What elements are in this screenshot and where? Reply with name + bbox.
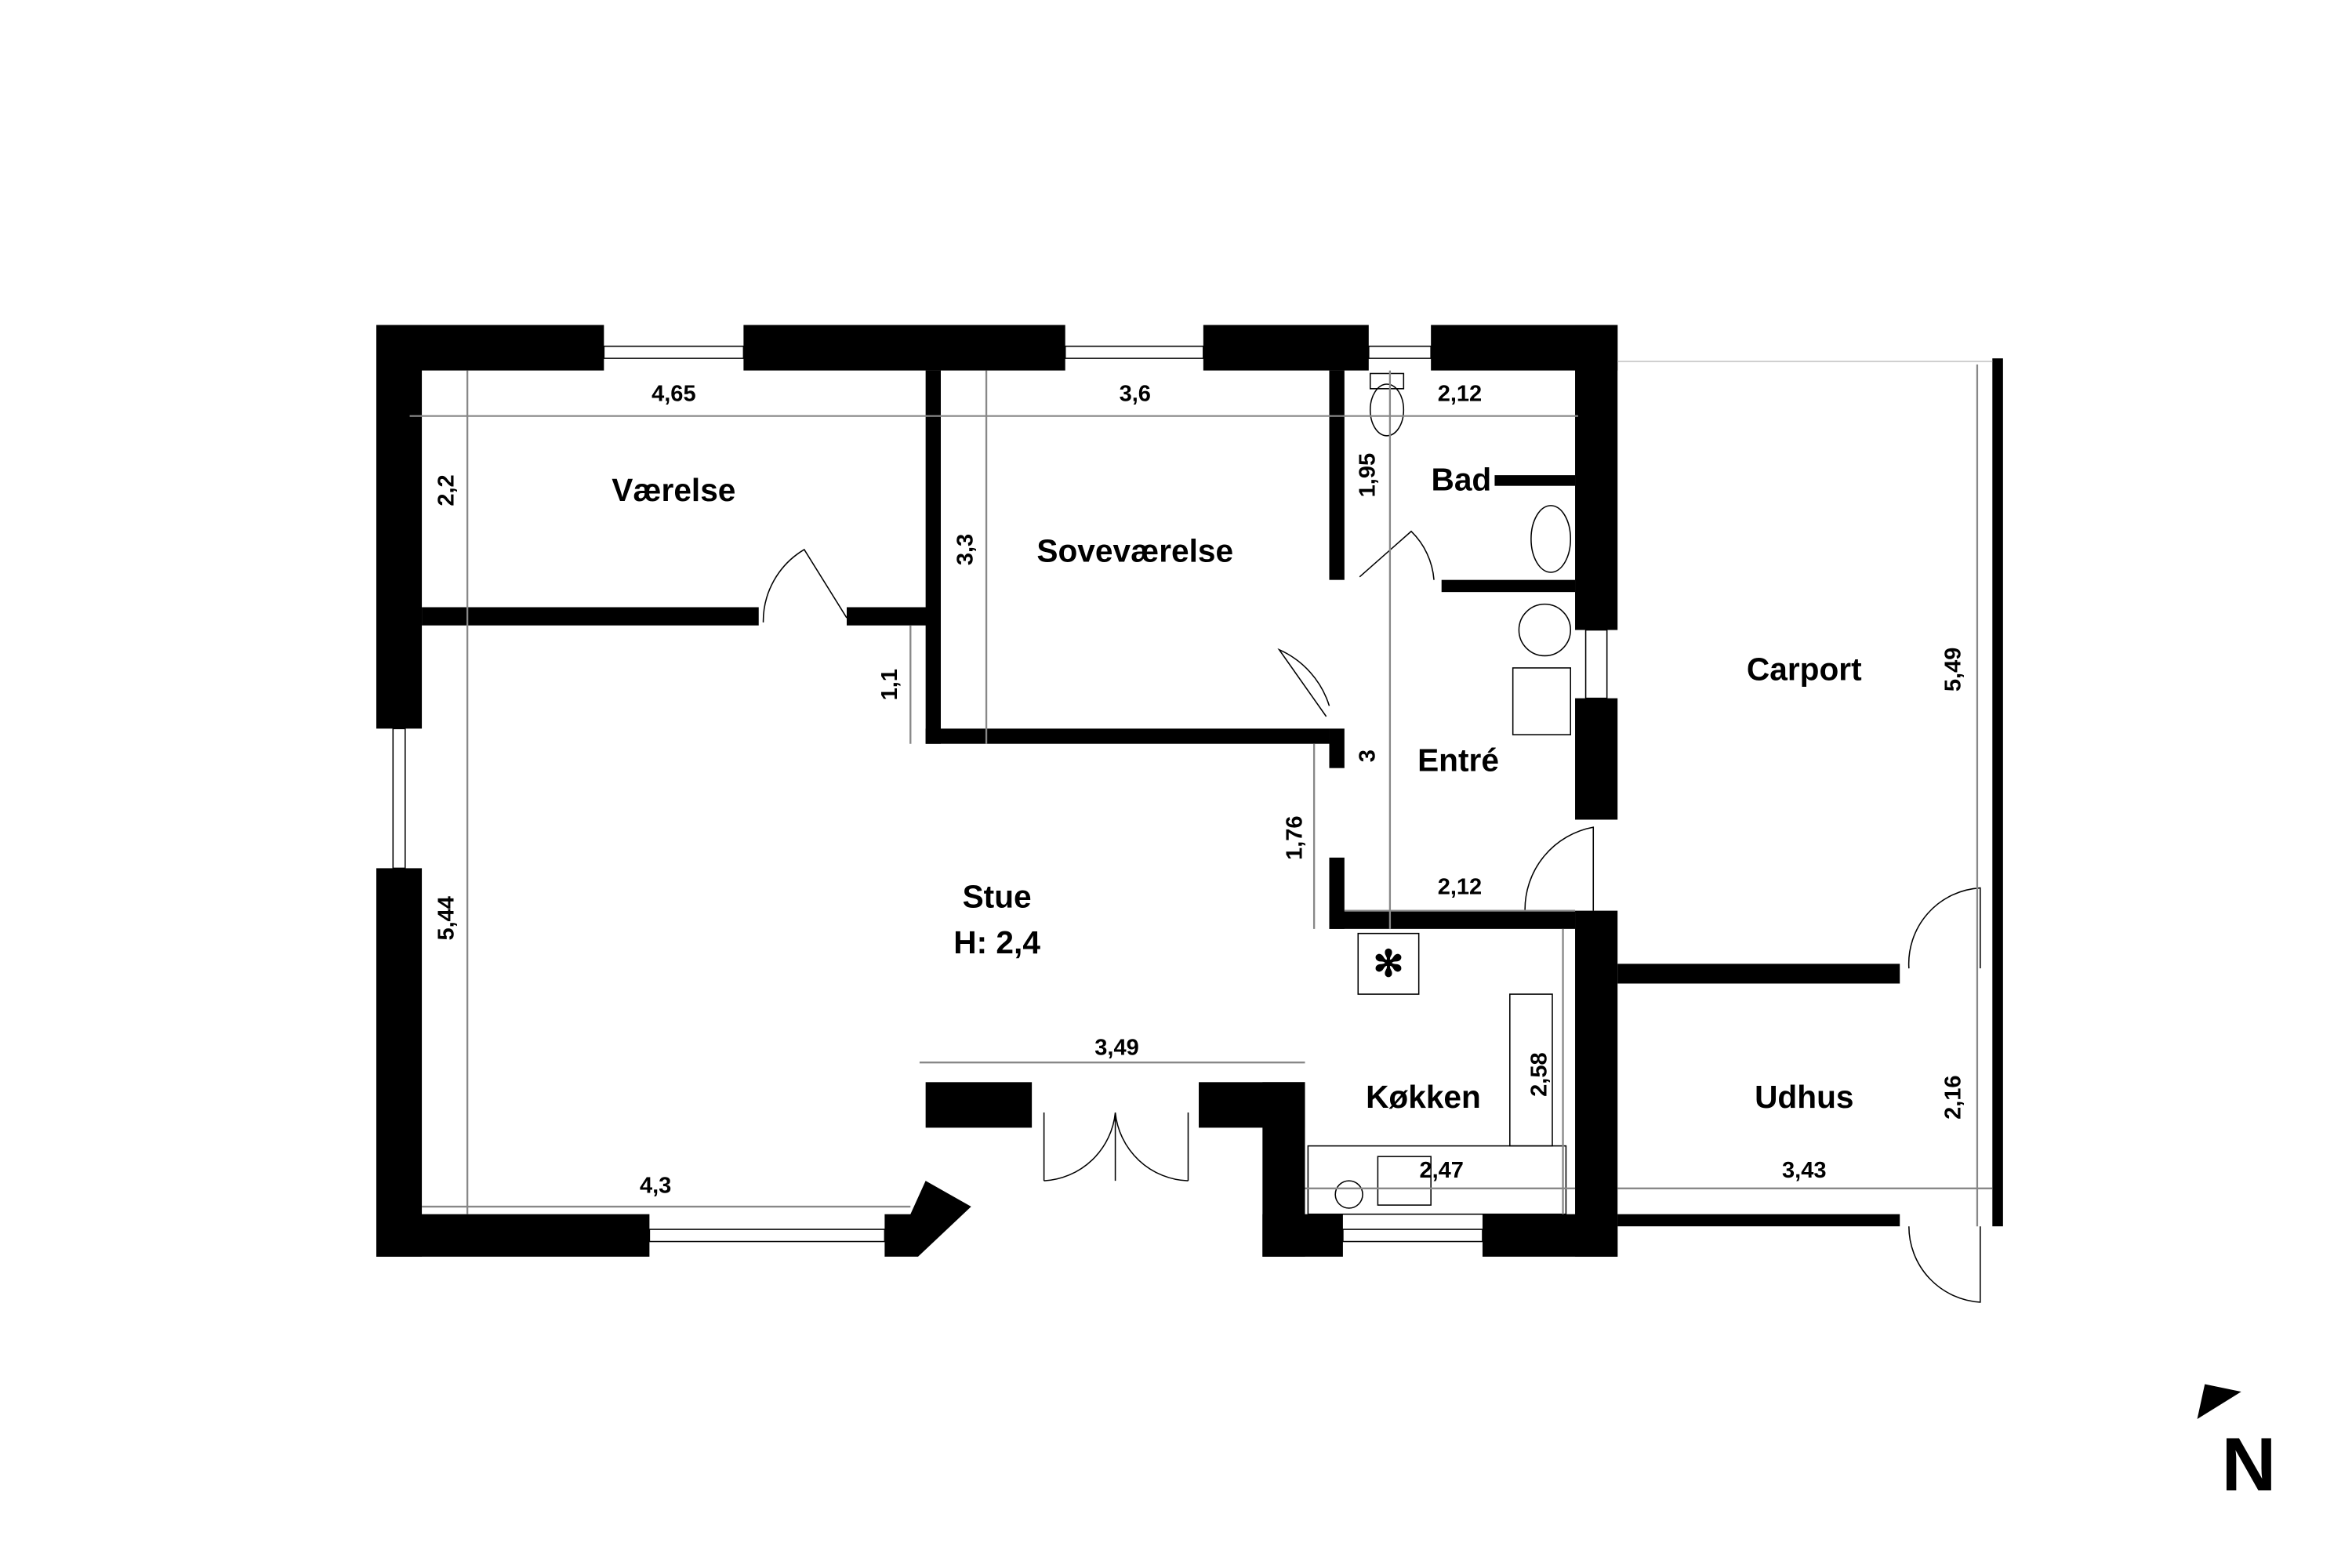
- window: [648, 1229, 886, 1243]
- snowflake-icon: ✻: [1374, 943, 1404, 984]
- kitchen-sink-icon: [1377, 1156, 1432, 1206]
- room-koekken: Køkken: [1366, 1079, 1481, 1115]
- dimension-lines: [409, 360, 1993, 1227]
- room-entre: Entré: [1417, 742, 1499, 779]
- dim-label: 2,2: [434, 474, 459, 506]
- room-carport: Carport: [1747, 651, 1862, 687]
- sink-icon: [1530, 505, 1572, 573]
- room-labels: Værelse Soveværelse Bad Entré Carport St…: [612, 461, 1862, 1115]
- dim-label: 2,12: [1438, 381, 1482, 406]
- dim-label: 3: [1356, 750, 1381, 762]
- compass: N: [2197, 1384, 2276, 1507]
- door-terrace: [1043, 1112, 1189, 1181]
- window: [1584, 629, 1608, 699]
- window: [603, 345, 745, 359]
- dim-label: 1,1: [877, 669, 902, 700]
- walls: [376, 325, 2003, 1257]
- dim-label: 1,76: [1283, 815, 1308, 859]
- dim-label: 2,16: [1941, 1075, 1966, 1119]
- door-udhus-south: [1908, 1226, 1981, 1303]
- dim-label: 4,3: [640, 1174, 671, 1199]
- room-bad: Bad: [1431, 461, 1491, 497]
- door-entrance: [1524, 826, 1595, 911]
- doors: [762, 530, 1981, 1303]
- dim-label: 3,49: [1094, 1035, 1138, 1060]
- dim-label: 2,47: [1419, 1158, 1463, 1183]
- window: [392, 728, 406, 869]
- door-vaerelse: [762, 548, 848, 622]
- toilet-icon: [1369, 383, 1405, 437]
- room-stue: Stue: [963, 879, 1032, 915]
- room-sovevaerelse: Soveværelse: [1036, 532, 1233, 568]
- room-vaerelse: Værelse: [612, 472, 735, 508]
- dim-label: 2,58: [1526, 1052, 1552, 1096]
- window: [1064, 345, 1204, 359]
- utility-sink-icon: [1512, 667, 1571, 735]
- dimension-labels: 4,65 3,6 2,12 2,2 3,3 1,1 1,95 3 1,76 2,…: [434, 381, 1966, 1198]
- dim-label: 3,6: [1120, 381, 1151, 406]
- window: [1368, 345, 1432, 359]
- dim-label: 2,12: [1438, 874, 1482, 899]
- window: [1342, 1229, 1483, 1243]
- room-stue-height: H: 2,4: [953, 924, 1040, 960]
- door-sovevaerelse: [1277, 648, 1330, 717]
- dim-label: 4,65: [652, 381, 695, 406]
- windows: [392, 345, 1608, 1243]
- dim-label: 1,95: [1356, 453, 1381, 497]
- dishwasher-icon: [1334, 1180, 1363, 1209]
- kitchen-counter: [1307, 1145, 1567, 1215]
- dim-label: 3,43: [1782, 1158, 1826, 1183]
- dim-label: 5,44: [434, 896, 459, 940]
- north-arrow-icon: [2197, 1384, 2241, 1419]
- freezer-icon: [1357, 932, 1420, 995]
- washing-machine-icon: [1518, 603, 1572, 657]
- room-udhus: Udhus: [1755, 1079, 1853, 1115]
- door-udhus: [1907, 887, 1981, 969]
- compass-label: N: [2221, 1421, 2276, 1507]
- fixtures: ✻: [1307, 372, 1572, 1215]
- dim-label: 3,3: [953, 534, 978, 565]
- door-bad: [1359, 530, 1435, 580]
- dim-label: 5,49: [1941, 648, 1966, 691]
